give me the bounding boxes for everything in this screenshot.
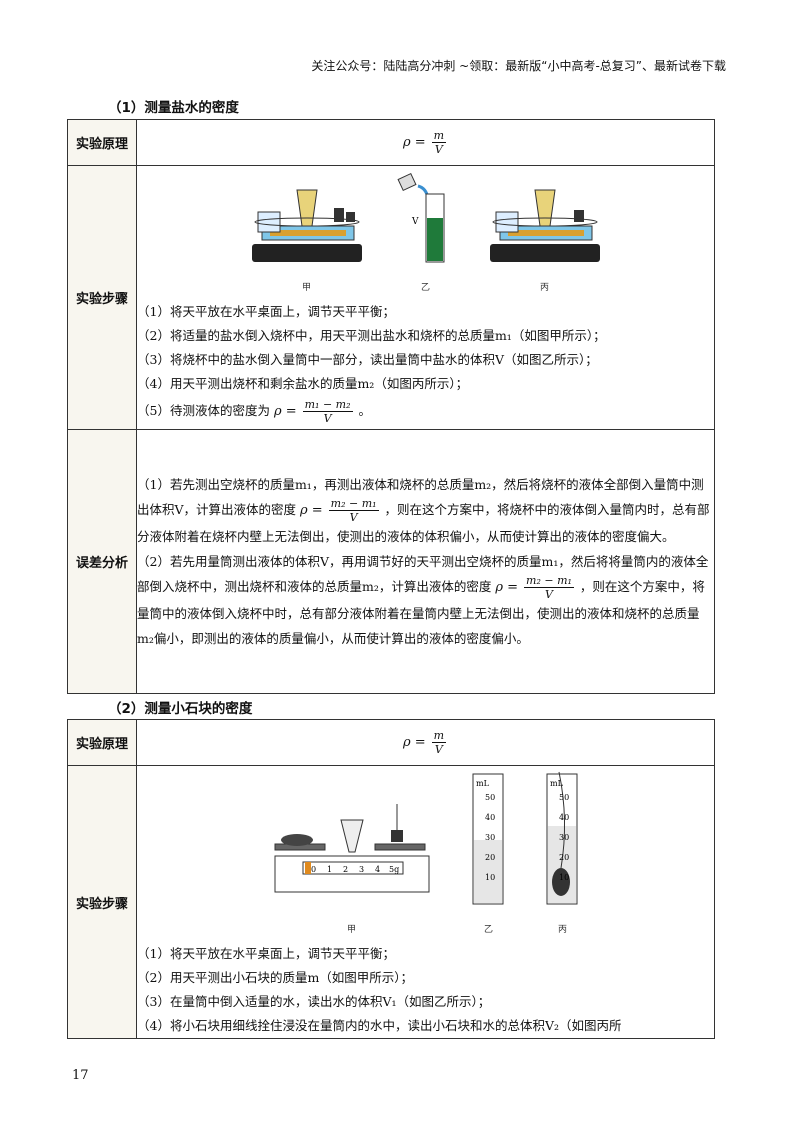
step-2: （2）用天平测出小石块的质量m（如图甲所示）； bbox=[137, 970, 414, 985]
svg-text:0: 0 bbox=[311, 865, 316, 874]
cylinder-stone-illustration: mL 50 40 30 20 10 bbox=[546, 771, 577, 905]
page-number: 17 bbox=[72, 1068, 89, 1083]
error-label: 误差分析 bbox=[67, 429, 137, 694]
step-4: （4）用天平测出烧杯和剩余盐水的质量m₂（如图丙所示）； bbox=[137, 376, 469, 391]
step-3: （3）在量筒中倒入适量的水，读出水的体积V₁（如图乙所示）； bbox=[137, 994, 491, 1009]
section1-title: （1）测量盐水的密度 bbox=[108, 100, 239, 116]
error-content: （1）若先测出空烧杯的质量m₁，再测出液体和烧杯的总质量m₂，然后将烧杯的液体全… bbox=[136, 429, 715, 694]
stone-figure: 0 1 2 3 4 5g 甲 mL 50 40 bbox=[137, 766, 714, 942]
svg-text:40: 40 bbox=[559, 813, 569, 822]
svg-text:30: 30 bbox=[485, 833, 495, 842]
principle-label: 实验原理 bbox=[67, 119, 137, 166]
step-3: （3）将烧杯中的盐水倒入量筒中一部分，读出量筒中盐水的体积V（如图乙所示）； bbox=[137, 352, 598, 367]
step-1: （1）将天平放在水平桌面上，调节天平平衡； bbox=[137, 304, 395, 319]
svg-text:40: 40 bbox=[485, 813, 495, 822]
svg-text:10: 10 bbox=[559, 873, 569, 882]
svg-text:mL: mL bbox=[476, 779, 490, 788]
cylinder-illustration: V bbox=[396, 172, 444, 263]
svg-text:1: 1 bbox=[327, 865, 332, 874]
balance-illustration-2 bbox=[489, 189, 600, 262]
svg-text:20: 20 bbox=[559, 853, 569, 862]
steps-label: 实验步骤 bbox=[67, 165, 137, 430]
steps-content-2: 0 1 2 3 4 5g 甲 mL 50 40 bbox=[136, 765, 715, 1039]
svg-text:50: 50 bbox=[485, 793, 495, 802]
svg-text:3: 3 bbox=[359, 865, 364, 874]
error-1: （1）若先测出空烧杯的质量m₁，再测出液体和烧杯的总质量m₂，然后将烧杯的液体全… bbox=[137, 477, 710, 544]
steps-label-2: 实验步骤 bbox=[67, 765, 137, 1039]
svg-text:50: 50 bbox=[559, 793, 569, 802]
step-4: （4）将小石块用细线拴住浸没在量筒内的水中，读出小石块和水的总体积V₂（如图丙所 bbox=[137, 1018, 622, 1033]
page-header: 关注公众号：陆陆高分冲刺 ~领取：最新版“小中高考-总复习”、最新试卷下载 bbox=[311, 59, 726, 73]
steps-content: 甲 V 乙 bbox=[136, 165, 715, 430]
principle-label-2: 实验原理 bbox=[67, 719, 137, 766]
svg-text:4: 4 bbox=[375, 865, 380, 874]
balance-illustration bbox=[251, 189, 362, 262]
balance-ruler-illustration: 0 1 2 3 4 5g bbox=[274, 804, 429, 893]
svg-text:V: V bbox=[411, 217, 419, 227]
section2-title: （2）测量小石块的密度 bbox=[108, 701, 253, 717]
svg-text:20: 20 bbox=[485, 853, 495, 862]
cylinder-water-illustration: mL 50 40 30 20 10 bbox=[472, 773, 503, 905]
svg-text:5g: 5g bbox=[389, 865, 399, 874]
step-1: （1）将天平放在水平桌面上，调节天平平衡； bbox=[137, 946, 395, 961]
svg-text:30: 30 bbox=[559, 833, 569, 842]
svg-text:2: 2 bbox=[343, 865, 348, 874]
step-2: （2）将适量的盐水倒入烧杯中，用天平测出盐水和烧杯的总质量m₁（如图甲所示）； bbox=[137, 328, 606, 343]
balance-figure: 甲 V 乙 bbox=[137, 168, 714, 300]
error-2: （2）若先用量筒测出液体的体积V，再用调节好的天平测出空烧杯的质量m₁，然后将将… bbox=[137, 554, 709, 646]
svg-text:mL: mL bbox=[550, 779, 564, 788]
svg-text:10: 10 bbox=[485, 873, 495, 882]
